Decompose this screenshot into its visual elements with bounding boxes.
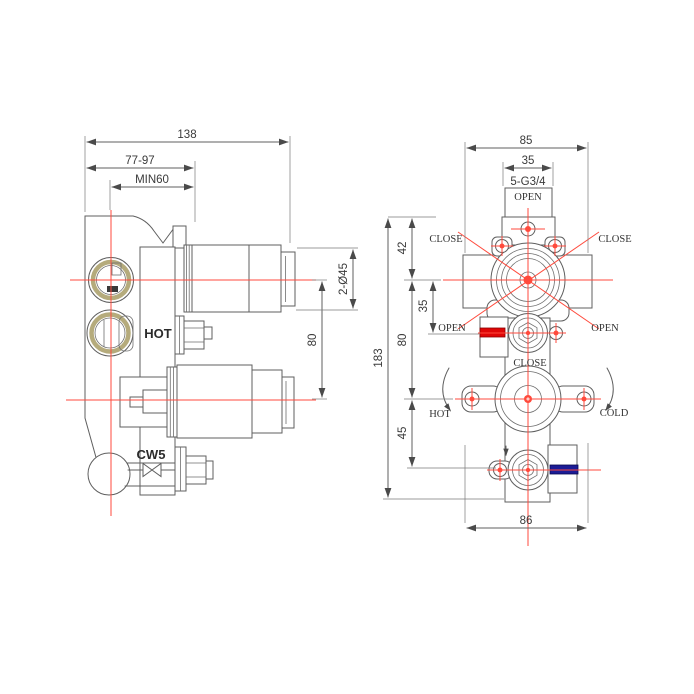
side-view: 138 77-97 MIN60 80 2-Ø45 HOT CW5: [66, 129, 358, 516]
inlet-ports: [86, 257, 134, 357]
dim-port-spacing: 80: [307, 334, 319, 347]
dim-adjust-range: 77-97: [125, 155, 154, 167]
dim-overall-height: 183: [373, 348, 385, 367]
side-view-body: [84, 215, 187, 496]
dim-min-depth: MIN60: [135, 174, 169, 186]
dim-port-width: 35: [522, 155, 535, 167]
open-right-label: OPEN: [591, 323, 619, 334]
dim-mid-offset: 35: [418, 300, 430, 313]
side-view-centerlines: [66, 210, 316, 516]
dim-bottom-offset: 45: [397, 427, 409, 440]
port-detail: [107, 286, 118, 292]
dim-top-width: 85: [520, 135, 533, 147]
close-mid-label: CLOSE: [513, 358, 546, 369]
dim-valve-spacing: 80: [397, 334, 409, 347]
rotate-arc-left: [442, 367, 451, 412]
cold-label: COLD: [600, 408, 629, 419]
dim-overall-width: 138: [177, 129, 196, 141]
lower-port-brass-ring: [89, 312, 131, 354]
lower-port-circle: [86, 309, 134, 357]
dim-bottom-width: 86: [520, 515, 533, 527]
operation-labels: OPEN CLOSE CLOSE OPEN OPEN CLOSE HOT COL…: [429, 192, 631, 420]
center-dots: [469, 226, 587, 473]
outlet-elbow: [87, 452, 131, 496]
close-right-label: CLOSE: [598, 234, 631, 245]
open-left-label: OPEN: [438, 323, 466, 334]
cold-water-label: CW5: [137, 447, 166, 462]
mid-hex-fitting: [174, 315, 213, 355]
close-left-label: CLOSE: [429, 234, 462, 245]
open-top-label: OPEN: [514, 192, 542, 203]
side-view-dimensions: 138 77-97 MIN60 80 2-Ø45: [84, 129, 358, 400]
front-view-dimensions: 85 35 5-G3/4 42 35 80 45 183: [373, 135, 589, 532]
rotate-arc-right: [605, 367, 614, 412]
hot-label: HOT: [429, 409, 451, 420]
hot-inlet-label: HOT: [144, 326, 172, 341]
upper-cartridge: [183, 244, 296, 313]
thread-note: 5-G3/4: [510, 176, 546, 188]
lower-cartridge: [129, 364, 295, 439]
front-view: 85 35 5-G3/4 42 35 80 45 183: [373, 135, 632, 546]
dim-top-offset: 42: [397, 242, 409, 255]
bottom-check-valve: [142, 446, 214, 492]
bleed-tab: [172, 225, 187, 249]
dim-cartridge-dia: 2-Ø45: [338, 263, 350, 295]
check-valve-symbol: [142, 462, 153, 478]
